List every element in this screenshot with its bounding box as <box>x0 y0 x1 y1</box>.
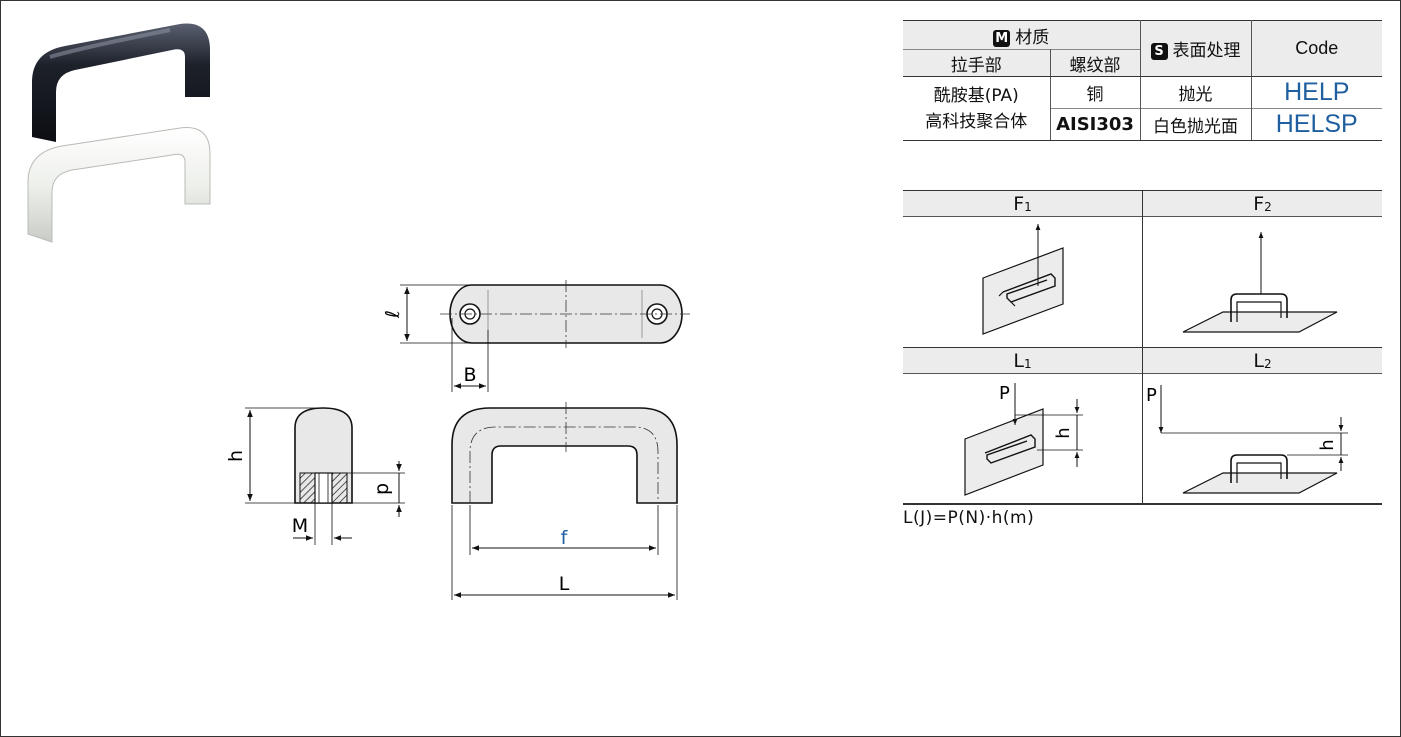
dim-f-label: f <box>561 527 569 549</box>
material-subheader-row: 拉手部 螺纹部 <box>903 49 1382 77</box>
dim-b-label: B <box>463 364 476 386</box>
load-case-l2-diagram: P h <box>1146 385 1348 494</box>
load-case-l1-header: L1 <box>903 347 1142 374</box>
dim-p-label: p <box>371 483 393 495</box>
technical-drawing: ℓ B h p M <box>225 280 690 600</box>
grid-bottom-rule <box>903 503 1382 505</box>
top-view: ℓ B <box>382 280 690 392</box>
load-case-f1-diagram <box>982 224 1064 335</box>
l2-h-label: h <box>1317 439 1338 450</box>
handle-material-line2: 高科技聚合体 <box>925 111 1028 132</box>
dim-l-label: ℓ <box>382 310 404 319</box>
load-case-grid: F1 F2 L1 L2 P h <box>903 190 1382 505</box>
l1-h-label: h <box>1053 427 1074 438</box>
material-badge: M <box>993 29 1011 47</box>
table-row: AISI303 白色抛光面 HELSP <box>903 108 1382 141</box>
load-case-l1-diagram: P h <box>964 383 1083 496</box>
table-row: 酰胺基(PA) 高科技聚合体 铜 抛光 HELP <box>903 76 1382 141</box>
dim-L-label: L <box>559 573 570 595</box>
white-handle <box>27 127 211 243</box>
product-photo <box>27 23 211 243</box>
grid-divider <box>1142 190 1143 504</box>
load-case-f1-header: F1 <box>903 190 1142 217</box>
dim-m-label: M <box>292 515 308 537</box>
surface-cell: 抛光 <box>1139 76 1252 109</box>
handle-material-line1: 酰胺基(PA) <box>933 85 1019 106</box>
l1-p-label: P <box>999 383 1010 404</box>
front-view: f L <box>451 402 678 600</box>
dim-h-label: h <box>225 450 247 462</box>
thread-material-cell: 铜 <box>1049 76 1141 109</box>
l2-p-label: P <box>1146 385 1157 406</box>
surface-cell: 白色抛光面 <box>1139 108 1252 141</box>
surface-badge: S <box>1150 43 1168 60</box>
handle-part-header: 拉手部 <box>903 49 1051 77</box>
material-label: 材质 <box>1015 27 1050 48</box>
load-case-f2-diagram <box>1182 232 1338 333</box>
side-view: h p M <box>225 407 405 545</box>
thread-material-cell: AISI303 <box>1050 108 1141 141</box>
thread-part-header: 螺纹部 <box>1049 49 1140 77</box>
code-cell-helsp[interactable]: HELSP <box>1250 108 1382 141</box>
code-header: Code <box>1250 20 1382 77</box>
surface-label: 表面处理 <box>1172 41 1241 61</box>
torque-formula: L(J)=P(N)·h(m) <box>903 508 1035 528</box>
code-cell-help[interactable]: HELP <box>1250 76 1382 109</box>
black-handle <box>32 23 210 142</box>
handle-material-cell: 酰胺基(PA) 高科技聚合体 <box>903 76 1051 141</box>
load-case-f2-header: F2 <box>1143 190 1382 217</box>
load-case-l2-header: L2 <box>1143 347 1382 374</box>
